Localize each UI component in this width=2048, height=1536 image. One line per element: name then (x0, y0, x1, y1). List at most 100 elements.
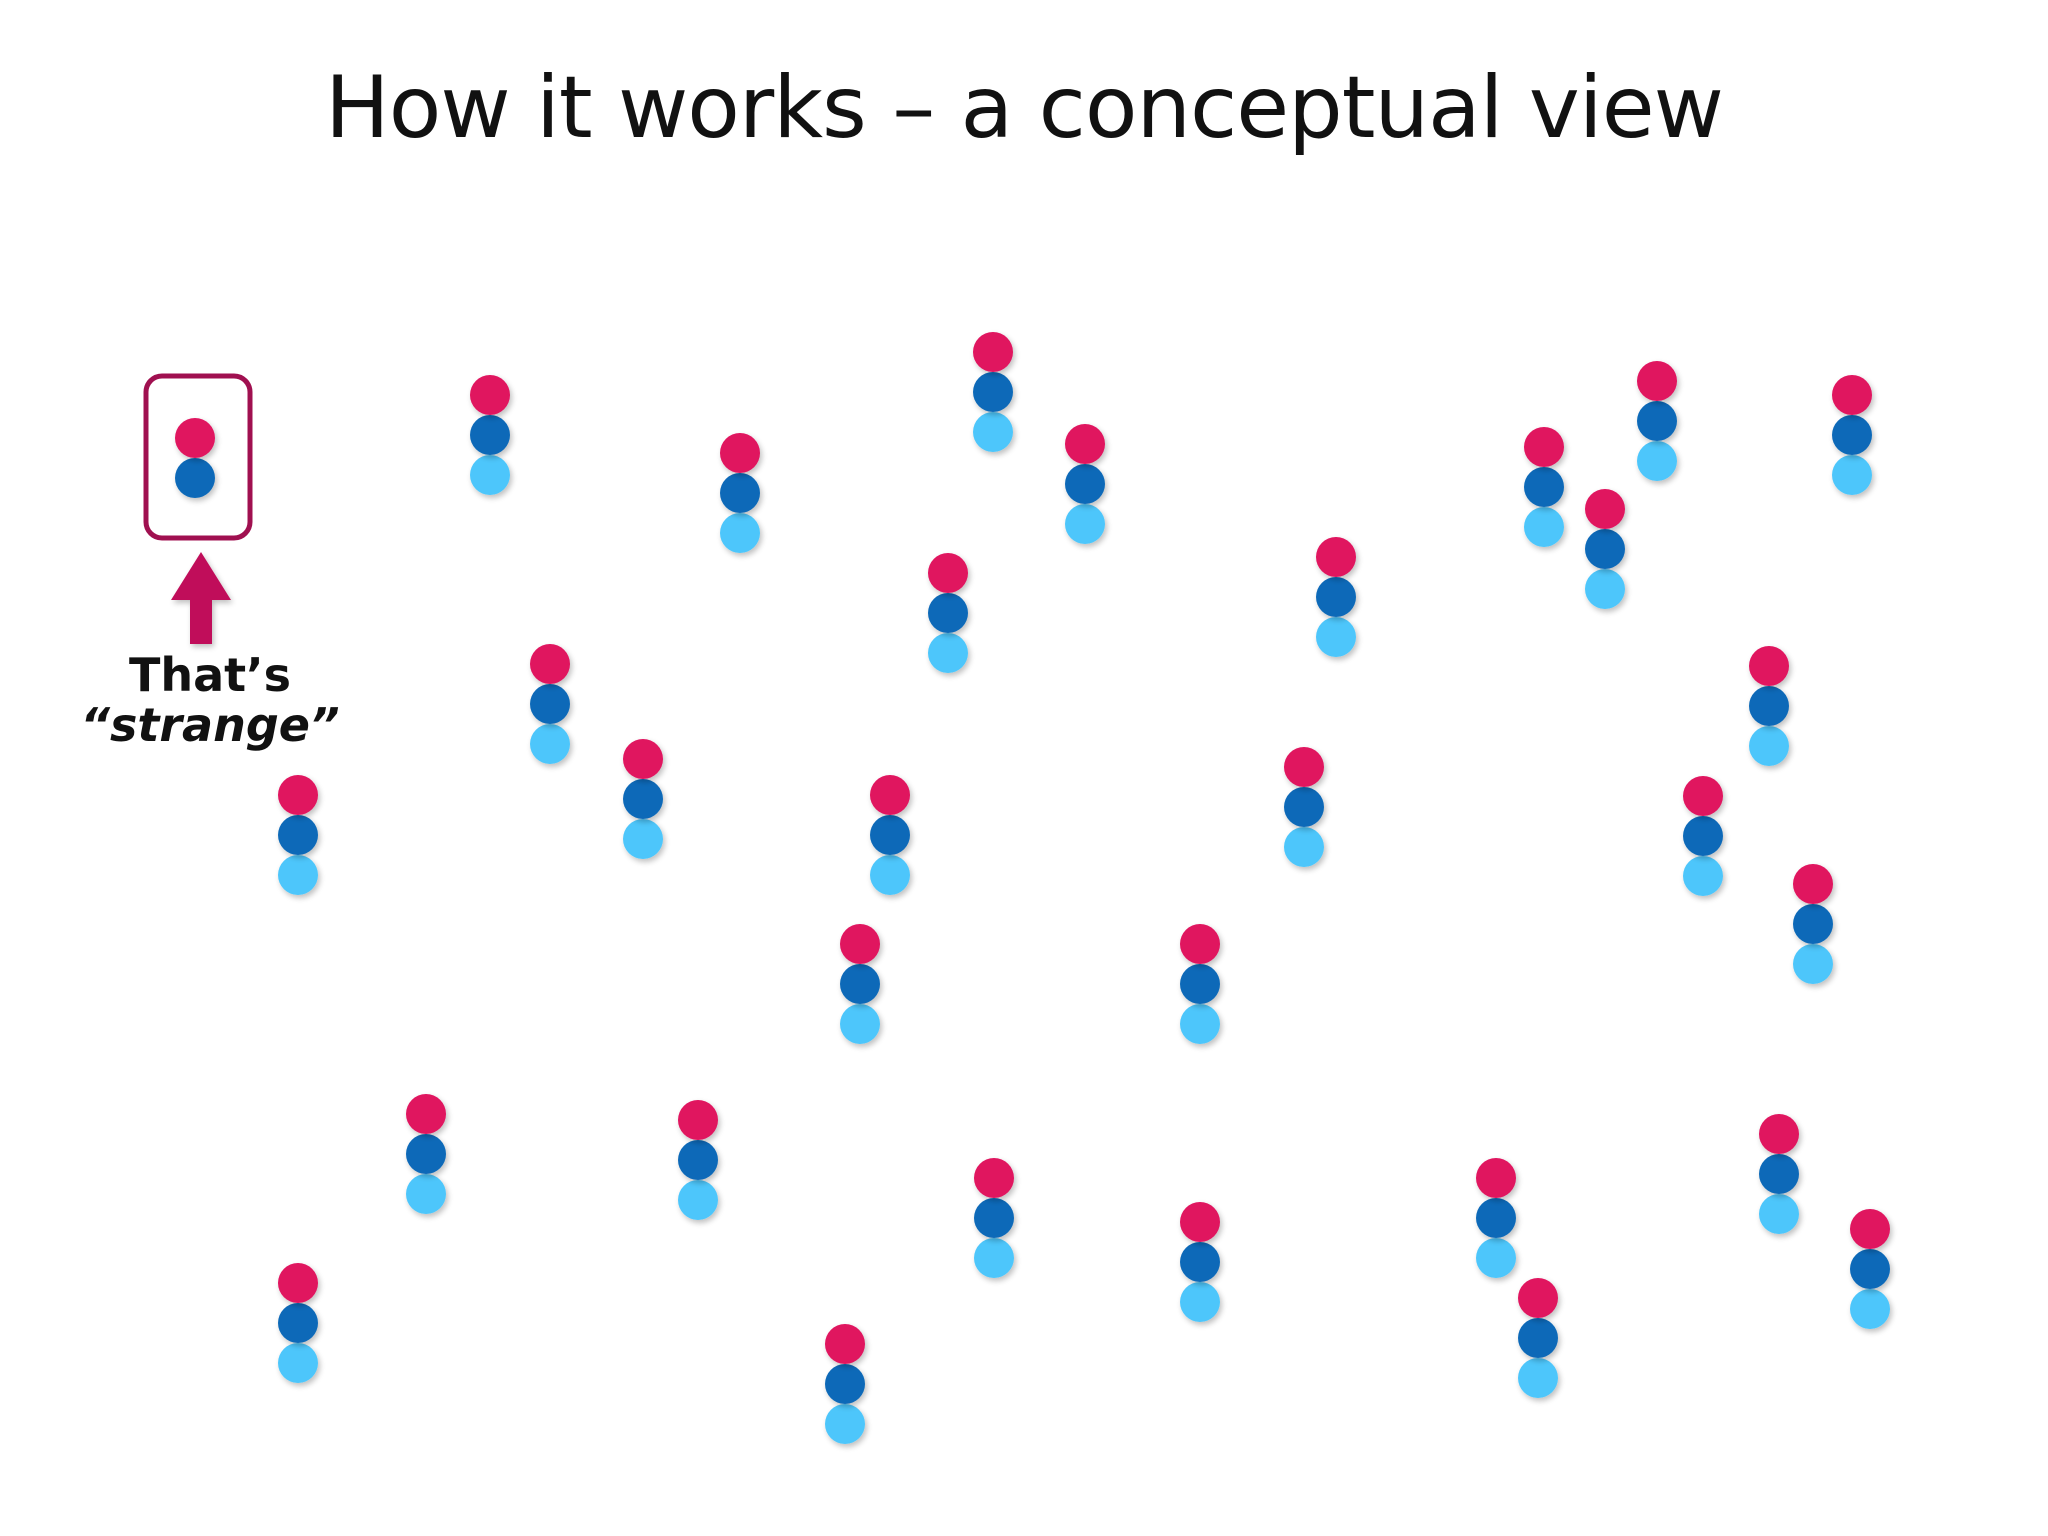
particle-10 (928, 553, 968, 673)
middle-ball (1749, 686, 1789, 726)
top-ball (825, 1324, 865, 1364)
top-ball (1518, 1278, 1558, 1318)
bottom-ball (1284, 827, 1324, 867)
top-ball (1832, 375, 1872, 415)
top-ball (470, 375, 510, 415)
particle-7 (1832, 375, 1872, 495)
middle-ball (840, 964, 880, 1004)
particle-27 (1850, 1209, 1890, 1329)
caption-line-2: “strange” (80, 698, 340, 752)
bottom-ball (974, 1238, 1014, 1278)
top-ball (1585, 489, 1625, 529)
particle-22 (678, 1100, 718, 1220)
middle-ball (406, 1134, 446, 1174)
particle-5 (1524, 427, 1564, 547)
top-ball (1180, 1202, 1220, 1242)
particle-23 (974, 1158, 1014, 1278)
middle-ball (1180, 964, 1220, 1004)
top-ball (530, 644, 570, 684)
bottom-ball (1759, 1194, 1799, 1234)
particle-15 (870, 775, 910, 895)
particles-group (278, 332, 1890, 1444)
middle-ball (175, 458, 215, 498)
slide-title: How it works – a conceptual view (325, 58, 1724, 158)
middle-ball (720, 473, 760, 513)
middle-ball (623, 779, 663, 819)
particle-12 (1749, 646, 1789, 766)
top-ball (1065, 424, 1105, 464)
particle-24 (1180, 1202, 1220, 1322)
middle-ball (974, 1198, 1014, 1238)
middle-ball (1180, 1242, 1220, 1282)
particle-25 (1476, 1158, 1516, 1278)
middle-ball (1585, 529, 1625, 569)
bottom-ball (1316, 617, 1356, 657)
caption-line-1: That’s (128, 648, 291, 702)
top-ball (1683, 776, 1723, 816)
particle-2 (973, 332, 1013, 452)
bottom-ball (870, 855, 910, 895)
top-ball (840, 924, 880, 964)
bottom-ball (1065, 504, 1105, 544)
particle-9 (1316, 537, 1356, 657)
bottom-ball (1476, 1238, 1516, 1278)
top-ball (1180, 924, 1220, 964)
bottom-ball (825, 1404, 865, 1444)
middle-ball (1637, 401, 1677, 441)
top-ball (678, 1100, 718, 1140)
bottom-ball (1683, 856, 1723, 896)
top-ball (1793, 864, 1833, 904)
up-arrow-icon (171, 552, 231, 644)
middle-ball (278, 815, 318, 855)
particle-3 (720, 433, 760, 553)
top-ball (278, 1263, 318, 1303)
top-ball (1476, 1158, 1516, 1198)
bottom-ball (1180, 1282, 1220, 1322)
top-ball (175, 418, 215, 458)
middle-ball (1683, 816, 1723, 856)
bottom-ball (1585, 569, 1625, 609)
top-ball (406, 1094, 446, 1134)
particle-26 (1759, 1114, 1799, 1234)
top-ball (928, 553, 968, 593)
particle-17 (1683, 776, 1723, 896)
middle-ball (825, 1364, 865, 1404)
particle-11 (530, 644, 570, 764)
bottom-ball (1850, 1289, 1890, 1329)
bottom-ball (1637, 441, 1677, 481)
bottom-ball (278, 855, 318, 895)
bottom-ball (1518, 1358, 1558, 1398)
bottom-ball (470, 455, 510, 495)
top-ball (623, 739, 663, 779)
particle-6 (1637, 361, 1677, 481)
particle-4 (1065, 424, 1105, 544)
top-ball (1284, 747, 1324, 787)
bottom-ball (840, 1004, 880, 1044)
particle-18 (1793, 864, 1833, 984)
top-ball (1749, 646, 1789, 686)
top-ball (278, 775, 318, 815)
strange-callout (143, 373, 253, 644)
particle-30 (825, 1324, 865, 1444)
bottom-ball (1793, 944, 1833, 984)
middle-ball (470, 415, 510, 455)
middle-ball (870, 815, 910, 855)
bottom-ball (1180, 1004, 1220, 1044)
bottom-ball (530, 724, 570, 764)
middle-ball (1793, 904, 1833, 944)
middle-ball (1759, 1154, 1799, 1194)
middle-ball (1524, 467, 1564, 507)
particle-29 (278, 1263, 318, 1383)
bottom-ball (973, 412, 1013, 452)
top-ball (1316, 537, 1356, 577)
bottom-ball (928, 633, 968, 673)
top-ball (1850, 1209, 1890, 1249)
middle-ball (678, 1140, 718, 1180)
strange-caption: That’s “strange” (60, 650, 360, 750)
top-ball (1637, 361, 1677, 401)
bottom-ball (406, 1174, 446, 1214)
bottom-ball (1749, 726, 1789, 766)
top-ball (720, 433, 760, 473)
